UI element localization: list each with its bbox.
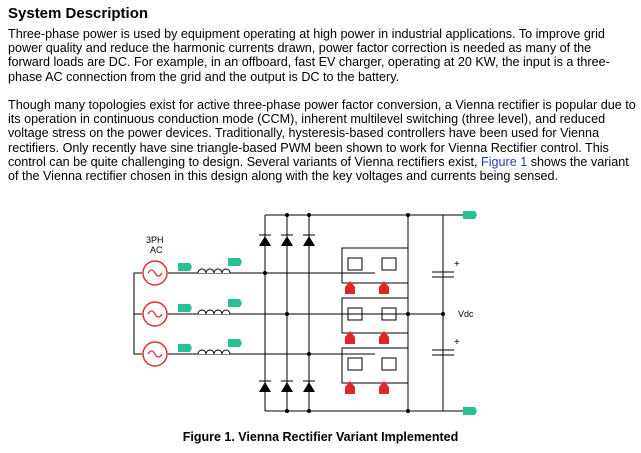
cap-plus-top: + (454, 259, 460, 270)
ac-source-b (142, 301, 168, 327)
cap-plus-bottom: + (454, 337, 460, 348)
sense-marker-icon (178, 263, 192, 271)
ac-source-c (142, 341, 168, 367)
source-label-ac: AC (150, 245, 163, 255)
sense-marker-icon (178, 304, 192, 312)
ac-source-a (142, 260, 168, 286)
sense-marker-icon (178, 344, 192, 352)
paragraph-text-a: Though many topologies exist for active … (8, 98, 636, 169)
figure-1-link[interactable]: Figure 1 (481, 154, 528, 169)
sense-marker-icon (463, 407, 477, 415)
diodes (259, 234, 315, 392)
source-label-3ph: 3PH (146, 235, 164, 245)
figure-caption: Figure 1. Vienna Rectifier Variant Imple… (182, 430, 459, 444)
sense-marker-icon (228, 299, 242, 307)
vdc-label: Vdc (458, 309, 474, 319)
sense-marker-icon (463, 211, 477, 219)
section-title: System Description (8, 5, 149, 22)
sense-marker-icon (228, 339, 242, 347)
sense-marker-icon (228, 258, 242, 266)
vienna-rectifier-schematic: 3PH AC + + Vdc (133, 211, 477, 415)
paragraph-intro: Three-phase power is used by equipment o… (8, 27, 610, 84)
switches (347, 257, 397, 371)
paragraph-vienna: Though many topologies exist for active … (8, 98, 636, 183)
inductors (197, 268, 231, 355)
paragraph-text-b: shows the variant of the Vienna rectifie… (8, 154, 629, 184)
